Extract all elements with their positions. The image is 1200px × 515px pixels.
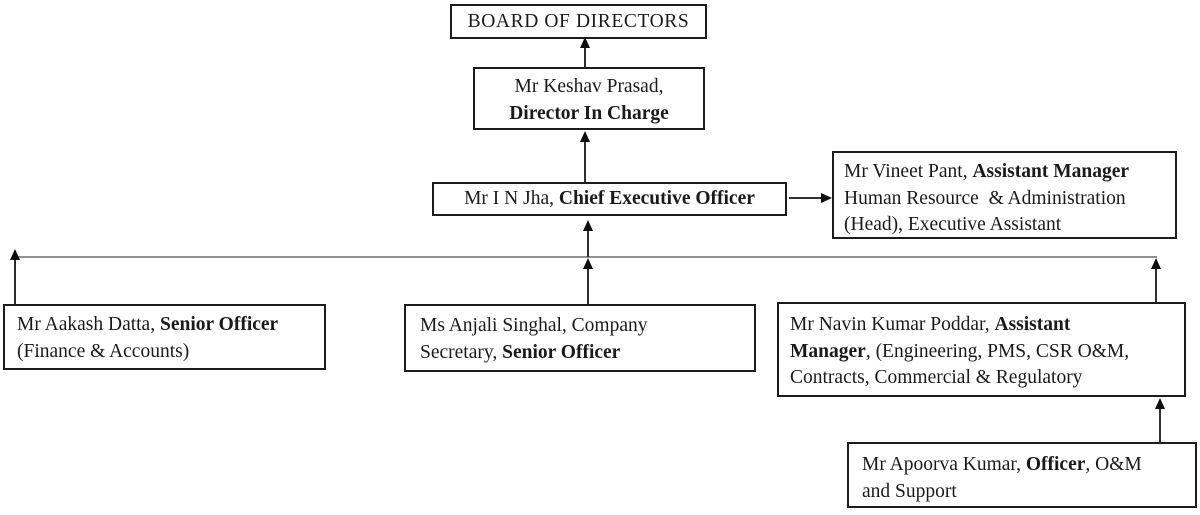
node-secretary-line2: Secretary, Senior Officer (420, 341, 621, 363)
connector-hline-to-ceo-stem (587, 231, 589, 257)
node-ceo-text: Mr I N Jha, Chief Executive Officer (464, 188, 755, 209)
arrowhead-up-icon (580, 37, 590, 48)
node-hr-line2: Human Resource & Administration (844, 187, 1126, 209)
node-officer-om-support: Mr Apoorva Kumar, Officer, O&M and Suppo… (847, 442, 1197, 508)
node-hr-line3: (Head), Executive Assistant (844, 214, 1062, 235)
arrowhead-up-icon (583, 258, 593, 269)
node-engineering-line3: Contracts, Commercial & Regulatory (790, 367, 1083, 388)
node-board-of-directors: BOARD OF DIRECTORS (450, 4, 707, 39)
connector-main-horizontal-line (14, 256, 1157, 258)
connector-engineering-to-hline-stem (1155, 269, 1157, 302)
node-engineering-line2: Manager, (Engineering, PMS, CSR O&M, (790, 340, 1130, 362)
connector-ceo-to-hr-stem (789, 197, 823, 199)
node-finance-line1: Mr Aakash Datta, Senior Officer (17, 314, 279, 335)
node-assistant-manager-hr: Mr Vineet Pant, Assistant Manager Human … (832, 151, 1177, 239)
connector-finance-to-hline-stem (14, 259, 16, 304)
node-chief-executive-officer: Mr I N Jha, Chief Executive Officer (432, 182, 787, 216)
node-om-line2: and Support (862, 480, 957, 502)
node-director-name: Mr Keshav Prasad, (514, 76, 664, 97)
arrowhead-up-icon (583, 220, 593, 231)
node-senior-officer-finance: Mr Aakash Datta, Senior Officer (Finance… (3, 304, 326, 370)
node-om-line1: Mr Apoorva Kumar, Officer, O&M (862, 454, 1142, 475)
node-finance-line2: (Finance & Accounts) (17, 340, 190, 362)
node-hr-line1: Mr Vineet Pant, Assistant Manager (844, 161, 1130, 182)
connector-om-to-engineering-stem (1159, 408, 1161, 442)
arrowhead-right-icon (821, 193, 832, 203)
node-board-title: BOARD OF DIRECTORS (467, 11, 690, 32)
connector-secretary-to-hline-stem (587, 269, 589, 304)
connector-director-to-board-stem (584, 47, 586, 68)
connector-ceo-to-director-stem (584, 141, 586, 182)
node-director-title: Director In Charge (509, 102, 669, 124)
node-engineering-line1: Mr Navin Kumar Poddar, Assistant (790, 314, 1071, 335)
arrowhead-up-icon (1155, 398, 1165, 409)
node-secretary-line1: Ms Anjali Singhal, Company (420, 315, 648, 336)
arrowhead-up-icon (1151, 258, 1161, 269)
arrowhead-up-icon (580, 131, 590, 142)
arrowhead-up-icon (10, 249, 20, 260)
node-company-secretary: Ms Anjali Singhal, Company Secretary, Se… (404, 304, 756, 372)
node-assistant-manager-engineering: Mr Navin Kumar Poddar, Assistant Manager… (777, 302, 1186, 397)
node-director-in-charge: Mr Keshav Prasad, Director In Charge (473, 67, 705, 130)
